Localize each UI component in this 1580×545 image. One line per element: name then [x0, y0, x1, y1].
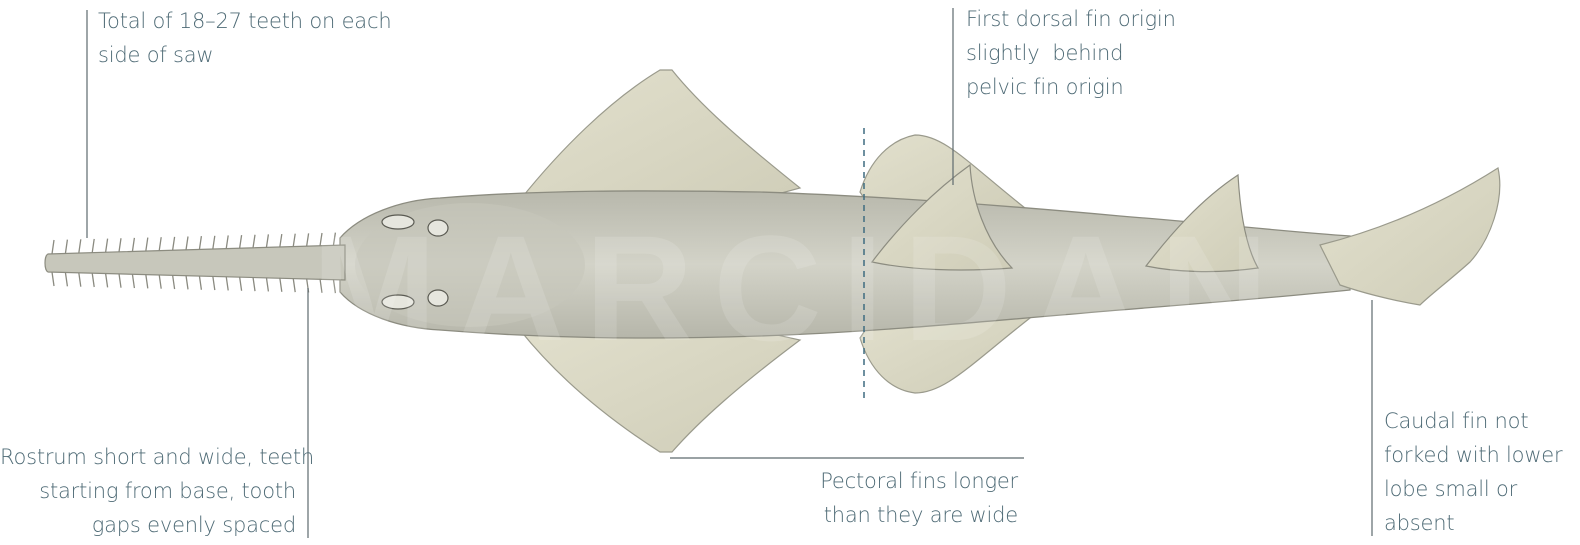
rostral-tooth [79, 273, 81, 287]
rostral-tooth [92, 239, 94, 253]
rostral-tooth [52, 240, 54, 254]
annotation-line: lobe small or [1384, 472, 1562, 506]
rostral-tooth [240, 235, 242, 248]
annotation-dorsal-fin: First dorsal fin origin slightly behind … [966, 2, 1176, 104]
rostral-tooth [159, 237, 161, 251]
annotation-line: Pectoral fins longer [800, 464, 1018, 498]
rostral-tooth [52, 272, 54, 286]
rostral-tooth [146, 238, 148, 252]
rostral-tooth [79, 239, 81, 253]
annotation-line: gaps evenly spaced [0, 508, 296, 542]
annotation-teeth-count: Total of 18–27 teeth on each side of saw [98, 4, 391, 72]
rostral-tooth [240, 277, 242, 291]
annotation-line: absent [1384, 506, 1562, 540]
rostral-tooth [132, 238, 134, 252]
annotation-line: Rostrum short and wide, teeth [0, 440, 296, 474]
annotation-line: Total of 18–27 teeth on each [98, 4, 391, 38]
rostral-tooth [65, 272, 67, 286]
rostral-tooth [253, 277, 255, 291]
annotation-line: Caudal fin not [1384, 404, 1562, 438]
annotation-line: First dorsal fin origin [966, 2, 1176, 36]
rostral-tooth [119, 274, 121, 288]
rostral-tooth [92, 273, 94, 287]
rostral-tooth [266, 277, 268, 291]
rostral-tooth [213, 276, 215, 290]
rostral-tooth [173, 275, 175, 289]
rostral-tooth [159, 275, 161, 289]
rostral-tooth [253, 235, 255, 248]
rostral-tooth [213, 236, 215, 249]
rostral-tooth [186, 275, 188, 289]
annotation-pectoral-fins: Pectoral fins longer than they are wide [800, 464, 1018, 532]
rostral-tooth [146, 274, 148, 288]
annotation-line: forked with lower [1384, 438, 1562, 472]
annotation-line: slightly behind [966, 36, 1176, 70]
rostral-tooth [226, 276, 228, 290]
annotation-line: starting from base, tooth [0, 474, 296, 508]
rostral-tooth [307, 233, 309, 246]
rostral-tooth [226, 235, 228, 248]
rostrum-saw [45, 245, 345, 280]
rostral-tooth [106, 239, 108, 253]
rostral-tooth [199, 276, 201, 290]
annotation-line: than they are wide [800, 498, 1018, 532]
rostral-tooth [65, 240, 67, 254]
rostral-tooth [293, 234, 295, 247]
rostral-tooth [199, 236, 201, 249]
watermark: MARCIDAN [312, 204, 1289, 372]
rostral-tooth [119, 238, 121, 252]
annotation-line: side of saw [98, 38, 391, 72]
rostral-tooth [293, 278, 295, 292]
rostral-tooth [186, 237, 188, 251]
annotation-rostrum: Rostrum short and wide, teeth starting f… [0, 440, 296, 542]
rostral-tooth [280, 234, 282, 247]
annotation-line: pelvic fin origin [966, 70, 1176, 104]
rostral-tooth [132, 274, 134, 288]
rostral-tooth [280, 278, 282, 292]
rostral-tooth [106, 273, 108, 287]
rostral-tooth [266, 234, 268, 247]
rostral-tooth [173, 237, 175, 251]
annotation-caudal-fin: Caudal fin not forked with lower lobe sm… [1384, 404, 1562, 540]
